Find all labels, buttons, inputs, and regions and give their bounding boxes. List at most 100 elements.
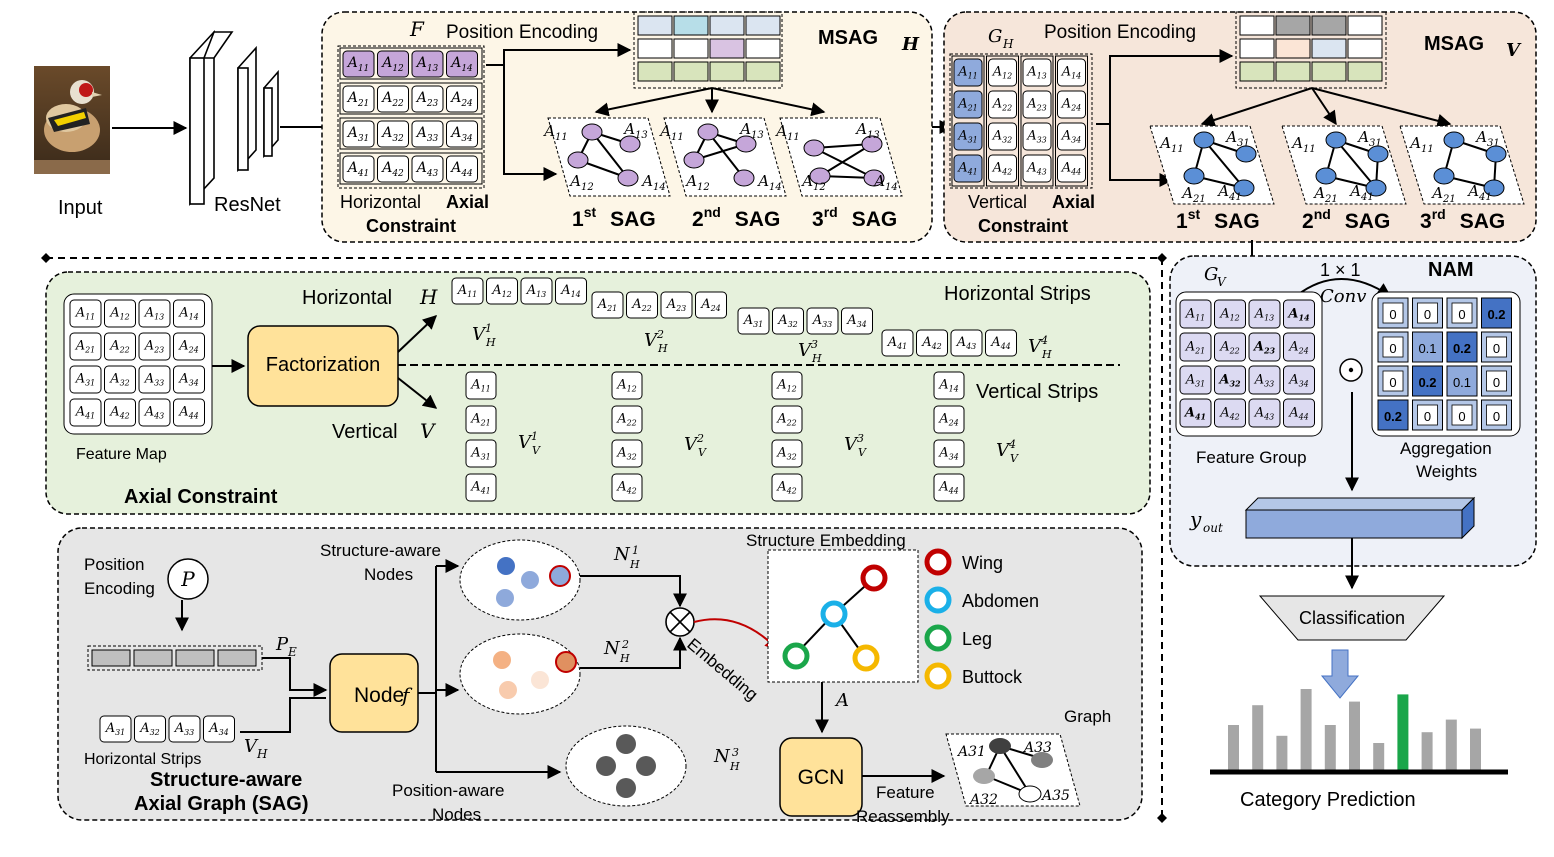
msag-h-position-encoding-table — [486, 11, 826, 181]
feature-cell — [520, 277, 553, 305]
feature-cell — [203, 715, 235, 743]
cell-label: A23 — [144, 339, 165, 355]
feature-cell — [933, 473, 965, 502]
cell-label: A13 — [526, 283, 547, 299]
node-label: A21 — [1312, 184, 1338, 205]
legend-swatch-wing — [924, 548, 952, 576]
weight-cell — [1446, 331, 1478, 363]
cell-label: A34 — [449, 125, 473, 144]
cell-label: A13 — [1026, 65, 1047, 81]
weight-value: 0 — [1389, 307, 1396, 322]
y-out-bar — [1244, 496, 1476, 540]
cell-label: A42 — [992, 161, 1013, 177]
feature-cell — [1057, 122, 1086, 151]
feature-cell — [342, 120, 375, 148]
msag-h-position-encoding: Position Encoding — [446, 22, 598, 43]
pe-symbol: P — [275, 634, 289, 655]
cell-label: A32 — [992, 129, 1013, 145]
feature-cell — [69, 365, 102, 394]
weight-value: 0.1 — [1418, 341, 1436, 356]
svg-text:H: H — [629, 558, 640, 571]
cell-label: A41 — [346, 160, 370, 179]
svg-text:Axial: Axial — [1052, 192, 1095, 212]
cell-label: A14 — [1061, 65, 1082, 81]
prediction-bar — [1228, 725, 1239, 770]
cell-label: A14 — [938, 378, 959, 394]
factorization-label: Factorization — [266, 354, 381, 376]
feature-cell — [138, 299, 171, 328]
structure-embedding-label: Structure Embedding — [746, 531, 906, 550]
node-label: A41 — [1466, 182, 1492, 203]
vertical-strips-label: Vertical Strips — [976, 381, 1098, 403]
cell-label: A11 — [957, 65, 978, 81]
n-h-1-symbol: N — [613, 544, 631, 565]
cell-label: A44 — [1288, 405, 1309, 421]
horizontal-strips-label: Horizontal Strips — [944, 283, 1091, 305]
feature-cell — [737, 307, 770, 335]
weight-value: 0.1 — [1453, 375, 1471, 390]
cell-label: A24 — [1061, 97, 1082, 113]
cell-label: A31 — [743, 313, 764, 329]
node-label: A13 — [854, 120, 880, 141]
cell-label: A12 — [992, 65, 1013, 81]
feature-cell — [1214, 365, 1246, 395]
cell-label: A24 — [938, 412, 959, 428]
cell-label: A23 — [415, 90, 439, 109]
cell-label: A43 — [1254, 405, 1275, 421]
cell-label: A13 — [415, 55, 439, 74]
node-label: A11 — [542, 122, 568, 143]
horizontal-symbol: H — [419, 285, 438, 309]
weight-value: 0 — [1458, 307, 1465, 322]
feature-cell — [446, 120, 478, 148]
weight-value: 0 — [1389, 375, 1396, 390]
cell-label: A23 — [666, 297, 687, 313]
svg-text:2: 2 — [621, 638, 629, 651]
cell-label: A34 — [1061, 129, 1082, 145]
nam-title: NAM — [1428, 259, 1474, 281]
msag-v-constraint-label: Vertical Axial Constraint — [968, 192, 1095, 236]
cell-label: A11 — [457, 283, 478, 299]
legend-label: Wing — [962, 553, 1003, 573]
cell-label: A32 — [139, 721, 160, 737]
weight-value: 0 — [1424, 409, 1431, 424]
weight-cell — [1412, 365, 1443, 397]
feature-cell — [1214, 299, 1246, 329]
cell-label: A32 — [109, 372, 130, 388]
nam-g-sub: V — [1217, 275, 1227, 289]
cell-label: A21 — [1185, 339, 1206, 355]
cell-label: A42 — [921, 335, 942, 351]
feature-cell — [411, 85, 444, 113]
feature-cell — [173, 332, 205, 361]
feature-cell — [1022, 58, 1052, 87]
msag-v-feature-symbol: G — [988, 26, 1002, 47]
svg-text:Constraint: Constraint — [978, 216, 1068, 236]
cell-label: A12 — [776, 378, 797, 394]
position-encoding-node — [167, 558, 209, 600]
node-label: A31 — [1474, 128, 1500, 149]
feature-map-label: Feature Map — [76, 446, 167, 463]
weight-value: 0.2 — [1453, 341, 1471, 356]
feature-cell — [342, 50, 375, 78]
feature-cell — [1248, 332, 1281, 362]
feature-cell — [377, 50, 409, 78]
cell-label: A41 — [1183, 405, 1206, 421]
position-encoding-label-1: Position — [84, 555, 144, 574]
cell-label: A41 — [470, 480, 491, 496]
output-graph: A31 A33 A32 A35 — [945, 733, 1081, 808]
cell-label: A41 — [957, 161, 978, 177]
cell-label: A12 — [380, 55, 404, 74]
cell-label: A11 — [346, 55, 370, 74]
